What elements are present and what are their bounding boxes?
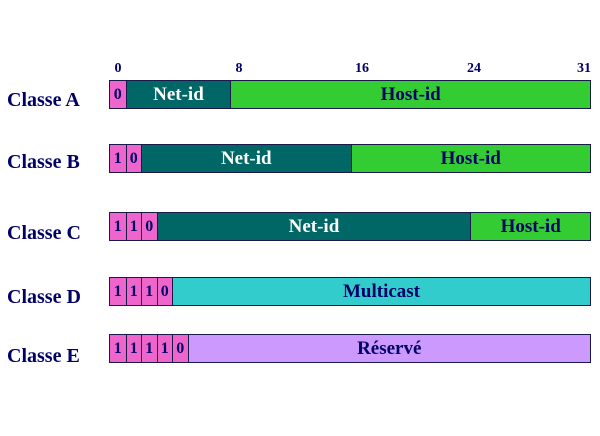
class-a-label: Classe A bbox=[7, 89, 80, 111]
class-bit-cell: 1 bbox=[141, 335, 157, 362]
bit-position-label: 31 bbox=[577, 61, 591, 76]
class-bit-cell: 0 bbox=[125, 145, 141, 172]
class-bit-cell: 1 bbox=[110, 278, 126, 305]
class-bit-cell: 1 bbox=[141, 278, 157, 305]
class-c-label: Classe C bbox=[7, 222, 81, 244]
reserve-field: Réservé bbox=[187, 335, 590, 362]
host-id-field: Host-id bbox=[350, 145, 590, 172]
bit-position-label: 16 bbox=[355, 61, 369, 76]
multicast-field: Multicast bbox=[172, 278, 590, 305]
class-b-label: Classe B bbox=[7, 151, 80, 173]
class-e-label: Classe E bbox=[7, 345, 80, 367]
class-bit-cell: 1 bbox=[110, 335, 126, 362]
host-id-field: Host-id bbox=[470, 213, 590, 240]
bit-position-label: 24 bbox=[467, 61, 481, 76]
class-bit-cell: 1 bbox=[110, 213, 126, 240]
host-id-field: Host-id bbox=[230, 81, 590, 108]
class-d-label: Classe D bbox=[7, 286, 81, 308]
class-bit-cell: 0 bbox=[172, 335, 188, 362]
class-bit-cell: 0 bbox=[141, 213, 157, 240]
net-id-field: Net-id bbox=[125, 81, 231, 108]
net-id-field: Net-id bbox=[156, 213, 471, 240]
net-id-field: Net-id bbox=[141, 145, 351, 172]
class-bit-cell: 1 bbox=[156, 335, 172, 362]
class-bit-cell: 1 bbox=[125, 213, 141, 240]
bit-position-label: 0 bbox=[114, 61, 122, 76]
bit-position-label: 8 bbox=[235, 61, 243, 76]
class-bit-cell: 1 bbox=[110, 145, 126, 172]
class-bit-cell: 1 bbox=[125, 335, 141, 362]
class-bit-cell: 1 bbox=[125, 278, 141, 305]
class-bit-cell: 0 bbox=[156, 278, 172, 305]
class-bit-cell: 0 bbox=[110, 81, 126, 108]
